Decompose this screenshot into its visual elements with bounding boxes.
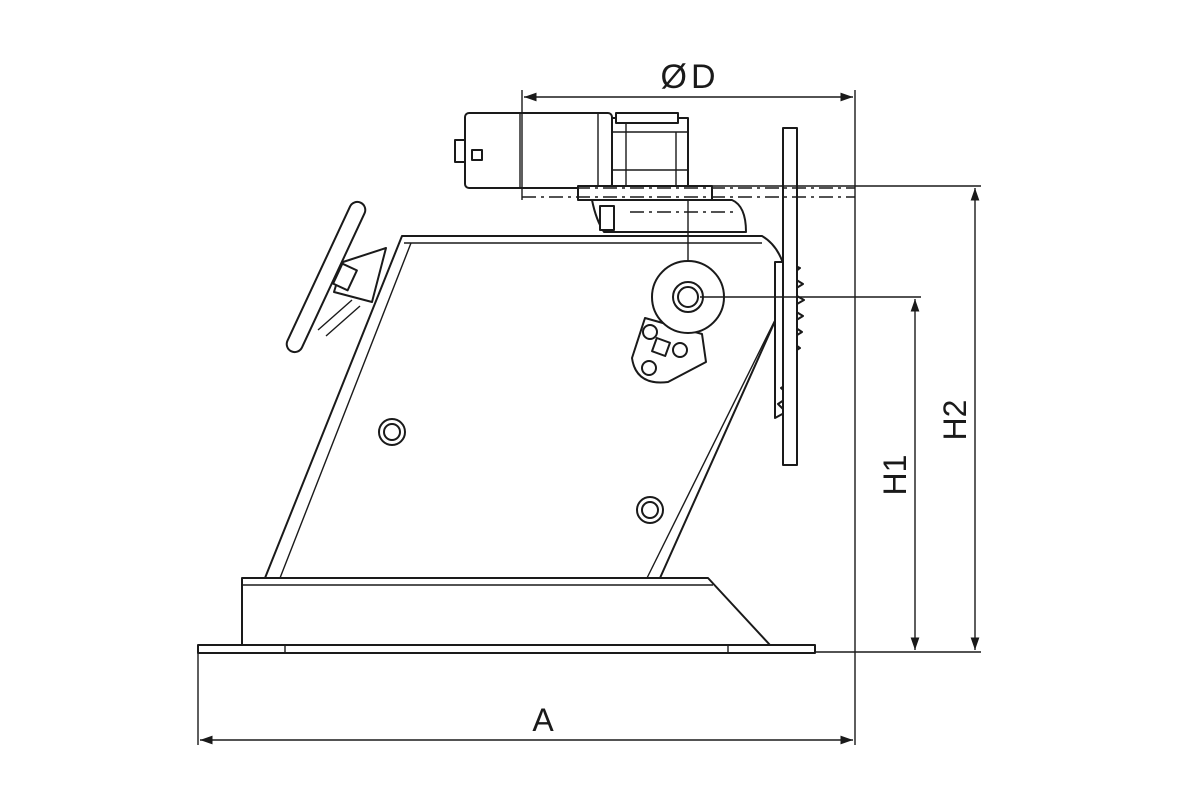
dimension-width: A (197, 653, 853, 745)
dimension-diameter-label: ØD (661, 58, 720, 96)
dimension-height1: H1 (700, 296, 921, 650)
dimension-diameter: ØD (521, 58, 856, 745)
base-plate (197, 644, 816, 654)
dimension-width-label: A (532, 702, 554, 738)
tilt-pivot (631, 260, 725, 384)
bolt-lower (636, 496, 664, 524)
handwheel (285, 200, 387, 354)
drive-motor (454, 112, 613, 189)
dimension-height2: H2 (690, 185, 981, 653)
dimension-height1-label: H1 (877, 455, 913, 496)
gearbox (611, 112, 689, 189)
dimension-height2-label: H2 (937, 400, 973, 441)
bolt-upper (378, 418, 406, 446)
base-box (241, 577, 771, 646)
turntable-housing (577, 185, 747, 233)
